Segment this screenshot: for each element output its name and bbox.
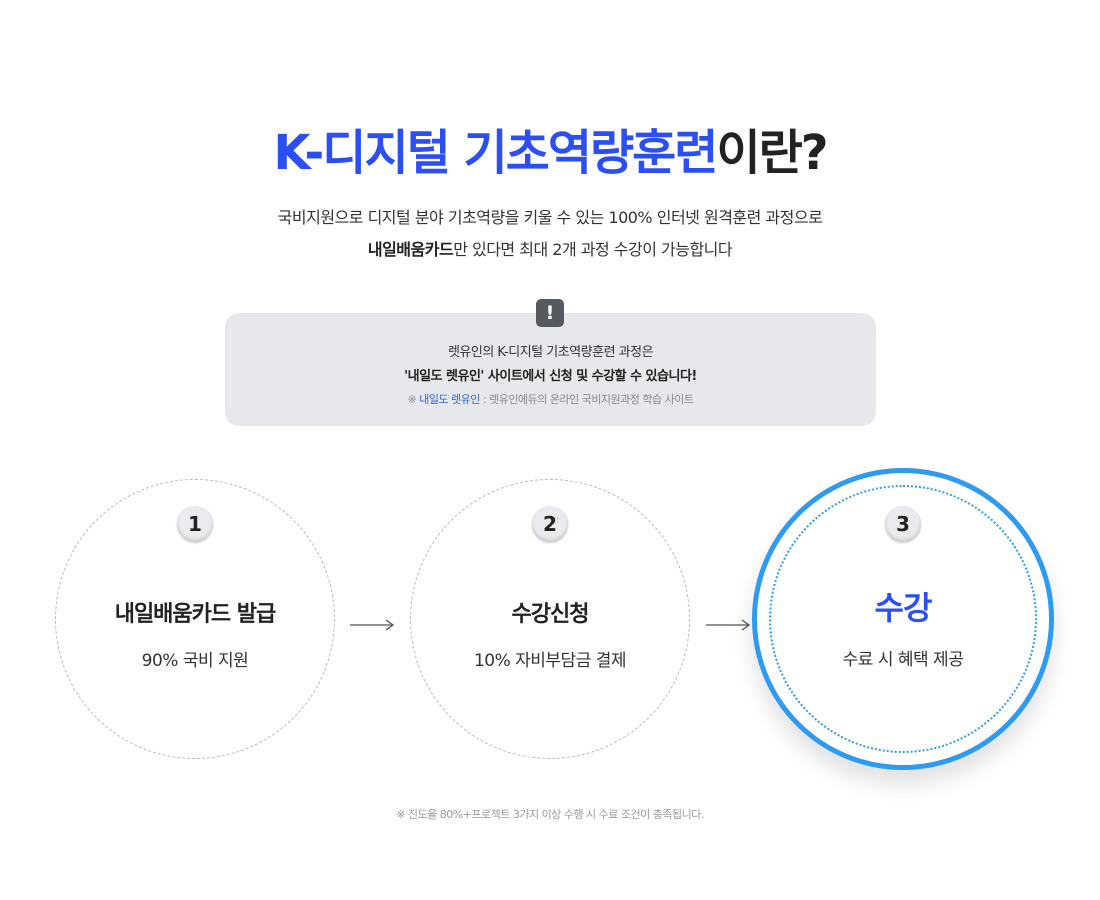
step-2-title: 수강신청 — [511, 602, 590, 627]
subtitle-line-2: 내일배움카드만 있다면 최대 2개 과정 수강이 가능합니다 — [0, 234, 1100, 266]
step-1-title: 내일배움카드 발급 — [114, 602, 277, 627]
step-3-number: 3 — [885, 506, 921, 542]
subtitle-line-2-rest: 만 있다면 최대 2개 과정 수강이 가능합니다 — [453, 240, 733, 259]
step-3-title: 수강 — [874, 589, 933, 627]
arrow-right-icon — [706, 619, 750, 631]
subtitle-line-1: 국비지원으로 디지털 분야 기초역량을 키울 수 있는 100% 인터넷 원격훈… — [277, 208, 823, 227]
step-3-dotted-ring — [769, 485, 1037, 753]
step-2-description: 10% 자비부담금 결제 — [473, 651, 627, 671]
step-3-card: 3 수강 수료 시 혜택 제공 — [752, 468, 1054, 770]
page-title-accent: K-디지털 기초역량훈련 — [273, 125, 718, 181]
step-1-description: 90% 국비 지원 — [141, 651, 249, 671]
arrow-right-icon — [350, 619, 394, 631]
notice-line-3-rest: : 렛유인에듀의 온라인 국비지원과정 학습 사이트 — [479, 393, 694, 406]
subtitle-card-name: 내일배움카드 — [367, 240, 454, 259]
notice-note-mark: ※ — [407, 393, 417, 406]
notice-line-1: 렛유인의 K-디지털 기초역량훈련 과정은 — [447, 345, 654, 360]
notice-box: ! 렛유인의 K-디지털 기초역량훈련 과정은 '내일도 렛유인' 사이트에서 … — [225, 299, 876, 426]
page-title-rest: 이란? — [716, 125, 828, 181]
page-subtitle: 국비지원으로 디지털 분야 기초역량을 키울 수 있는 100% 인터넷 원격훈… — [0, 202, 1100, 266]
page-title: K-디지털 기초역량훈련이란? — [0, 122, 1100, 184]
completion-footnote: ※ 진도율 80%+프로젝트 3가지 이상 수행 시 수료 조건이 충족됩니다. — [396, 808, 704, 821]
exclamation-icon: ! — [536, 299, 564, 327]
step-2-card: 2 수강신청 10% 자비부담금 결제 — [410, 479, 690, 759]
notice-line-3: ※ 내일도 렛유인 : 렛유인에듀의 온라인 국비지원과정 학습 사이트 — [225, 391, 876, 407]
naeildo-letuin-link[interactable]: 내일도 렛유인 — [419, 393, 480, 406]
step-1-card: 1 내일배움카드 발급 90% 국비 지원 — [55, 479, 335, 759]
notice-line-2: '내일도 렛유인' 사이트에서 신청 및 수강할 수 있습니다! — [404, 369, 697, 384]
step-2-number: 2 — [532, 506, 568, 542]
step-1-number: 1 — [177, 506, 213, 542]
step-3-description: 수료 시 혜택 제공 — [842, 650, 964, 670]
